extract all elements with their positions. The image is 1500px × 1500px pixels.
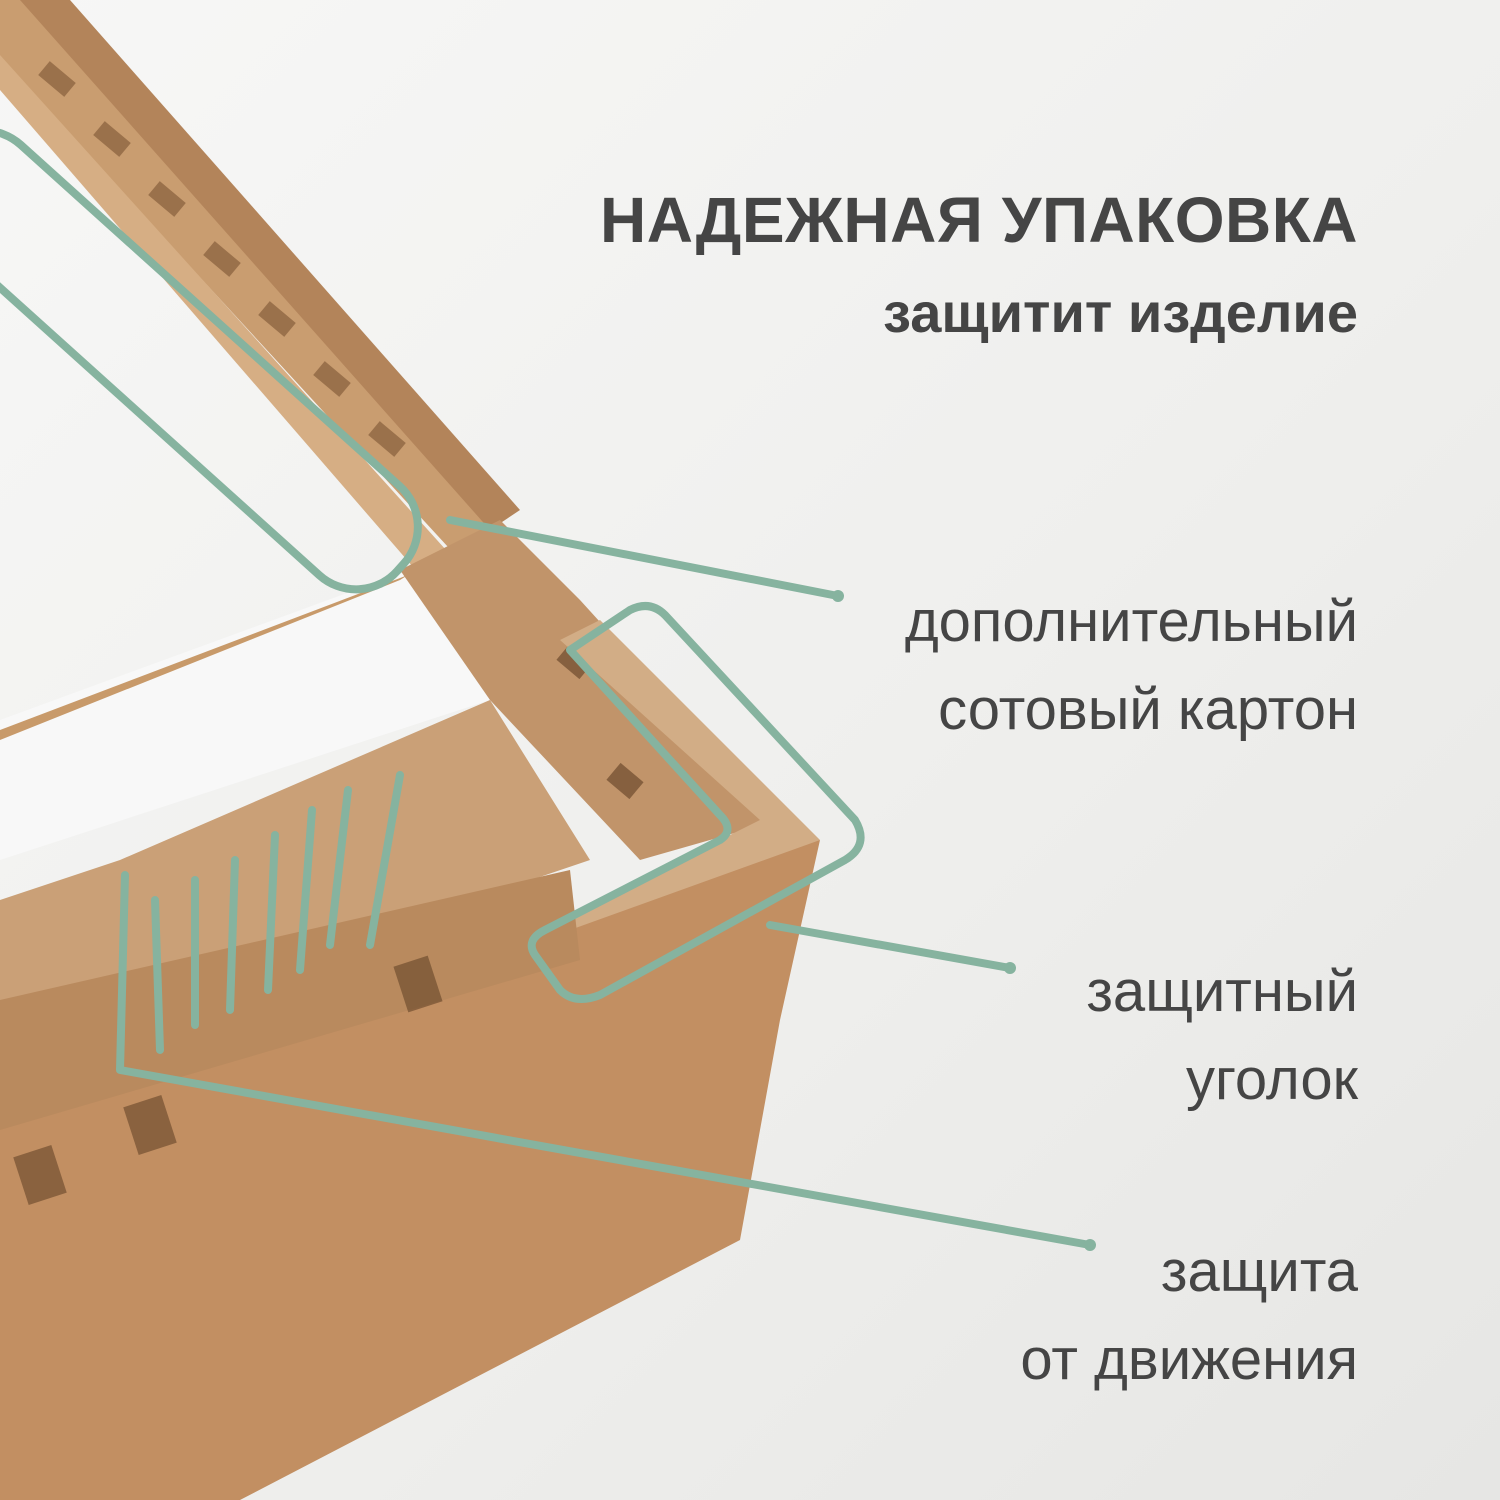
callout-honeycomb-line1: дополнительный [904,589,1358,654]
hatch-lines [151,771,404,1054]
callout-corner: защитный уголок [1086,948,1358,1124]
outer-box-front [0,840,820,1500]
callout-corner-line1: защитный [1086,959,1358,1024]
callout-movement: защита от движения [1020,1228,1358,1404]
product-panel [0,570,490,860]
callout-movement-line1: защита [1160,1239,1358,1304]
callout-corner-line2: уголок [1186,1047,1358,1112]
callout-movement-line2: от движения [1020,1327,1358,1392]
leader-line-corner [766,921,1014,972]
highlight-corner-outline [527,602,865,1003]
honeycomb-strip-top [0,0,520,575]
highlight-honeycomb-outline [0,126,422,594]
leader-line-honeycomb [446,516,842,600]
callout-honeycomb-line2: сотовый картон [938,677,1358,742]
leader-line-movement [116,871,1094,1249]
subheadline: защитит изделие [883,281,1358,344]
headline: НАДЕЖНАЯ УПАКОВКА [599,184,1358,256]
callout-honeycomb: дополнительный сотовый картон [905,578,1358,754]
annotation-overlay [0,126,1094,1249]
